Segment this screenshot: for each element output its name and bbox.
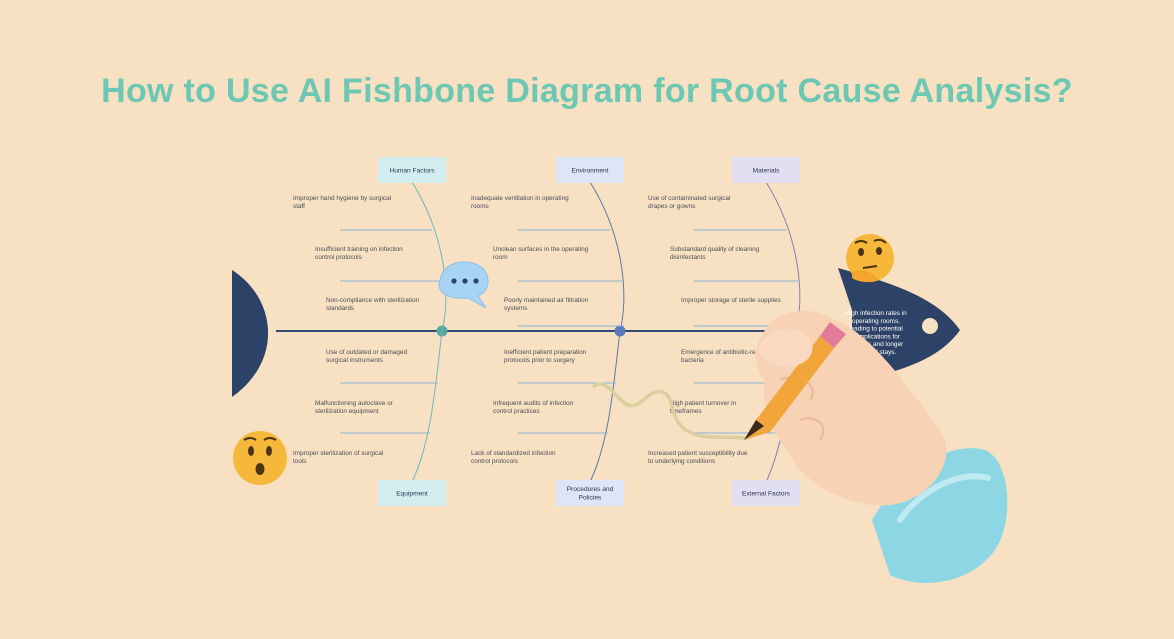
cause-text-top-2-1: Substandard quality of cleaning: [670, 246, 760, 253]
bone-human-factors: [411, 181, 447, 332]
cause-text-bot-1-2: control protocols: [471, 458, 518, 465]
thinking-face-icon: [846, 234, 894, 283]
problem-line: operating rooms,: [852, 318, 900, 325]
cause-text-bot-0-1: sterilization equipment: [315, 408, 379, 415]
cause-text-top-1-1: Unclean surfaces in the operating: [493, 246, 589, 253]
svg-text:Policies: Policies: [579, 495, 602, 502]
svg-text:Procedures and: Procedures and: [567, 486, 614, 493]
cause-text-bot-0-1: Malfunctioning autoclave or: [315, 400, 394, 407]
cause-text-top-2-0: Use of contaminated surgical: [648, 195, 730, 202]
cause-text-top-0-1: Insufficient training on infection: [315, 246, 403, 253]
category-box-external-factors[interactable]: External Factors: [732, 480, 800, 506]
pencil-stroke: [592, 382, 746, 440]
cause-text-bot-2-0: bacteria: [681, 357, 704, 364]
category-box-materials[interactable]: Materials: [732, 157, 800, 183]
category-box-equipment[interactable]: Equipment: [378, 480, 446, 506]
cause-text-bot-2-1: High patient turnover in: [670, 400, 737, 407]
surprised-face-icon: [233, 431, 287, 485]
category-box-human-factors[interactable]: Human Factors: [378, 157, 446, 183]
cause-text-top-1-2: Poorly maintained air filtration: [504, 297, 589, 304]
svg-text:Materials: Materials: [753, 168, 780, 175]
problem-line: leading to potential: [849, 326, 903, 333]
bone-procedures: [589, 330, 621, 483]
problem-line: complications for: [852, 333, 901, 340]
cause-text-bot-0-0: Use of outdated or damaged: [326, 349, 407, 356]
svg-text:Equipment: Equipment: [396, 491, 428, 498]
cause-text-bot-0-2: Improper sterilization of surgical: [293, 450, 383, 457]
cause-text-bot-1-0: protocols prior to surgery: [504, 357, 575, 364]
cause-text-bot-0-2: tools: [293, 458, 307, 465]
cause-text-bot-0-0: surgical instruments: [326, 357, 383, 364]
bone-environment: [589, 181, 625, 332]
cause-text-top-0-2: Non-compliance with sterilization: [326, 297, 420, 304]
cause-text-top-2-2: Improper storage of sterile supplies: [681, 297, 781, 304]
cause-text-bot-2-1: timeframes: [670, 408, 702, 415]
bone-materials: [765, 181, 801, 332]
cause-text-top-0-0: staff: [293, 203, 305, 210]
cause-text-bot-1-2: Lack of standardized infection: [471, 450, 556, 457]
cause-text-top-0-2: standards: [326, 305, 354, 312]
problem-line: High infection rates in: [845, 310, 907, 317]
cause-texts: Improper hand hygiene by surgicalstaffIn…: [293, 195, 781, 465]
cause-text-top-2-1: disinfectants: [670, 254, 706, 261]
cause-text-bot-2-2: to underlying conditions: [648, 458, 715, 465]
fish-tail: [232, 270, 269, 397]
cause-text-bot-1-1: control practices: [493, 408, 540, 415]
cause-text-top-0-1: control protocols: [315, 254, 362, 261]
svg-text:Human Factors: Human Factors: [389, 168, 435, 175]
cause-text-top-0-0: Improper hand hygiene by surgical: [293, 195, 391, 202]
category-box-environment[interactable]: Environment: [556, 157, 624, 183]
hand-with-pencil-icon: [744, 310, 1008, 583]
cause-text-bot-2-2: Increased patient susceptibility due: [648, 450, 748, 457]
problem-line: patients and longer: [849, 341, 904, 348]
fish-eye: [922, 318, 938, 334]
bone-equipment: [411, 330, 443, 483]
cause-text-bot-1-1: Infrequent audits of infection: [493, 400, 574, 407]
cause-text-top-1-0: Inadequate ventilation in operating: [471, 195, 569, 202]
cause-text-top-1-0: rooms: [471, 203, 489, 210]
svg-text:Environment: Environment: [571, 168, 608, 175]
cause-text-top-1-2: systems: [504, 305, 527, 312]
speech-bubble-icon: [438, 261, 489, 309]
cause-text-bot-2-0: Emergence of antibiotic-re: [681, 349, 756, 356]
cause-text-top-1-1: room: [493, 254, 508, 261]
page-title: How to Use AI Fishbone Diagram for Root …: [101, 72, 1073, 110]
cause-text-bot-1-0: Inefficient patient preparation: [504, 349, 587, 356]
cause-text-top-2-0: drapes or gowns: [648, 203, 695, 210]
category-box-procedures-and-policies[interactable]: Procedures and Policies: [556, 480, 624, 506]
svg-text:External Factors: External Factors: [742, 491, 791, 498]
